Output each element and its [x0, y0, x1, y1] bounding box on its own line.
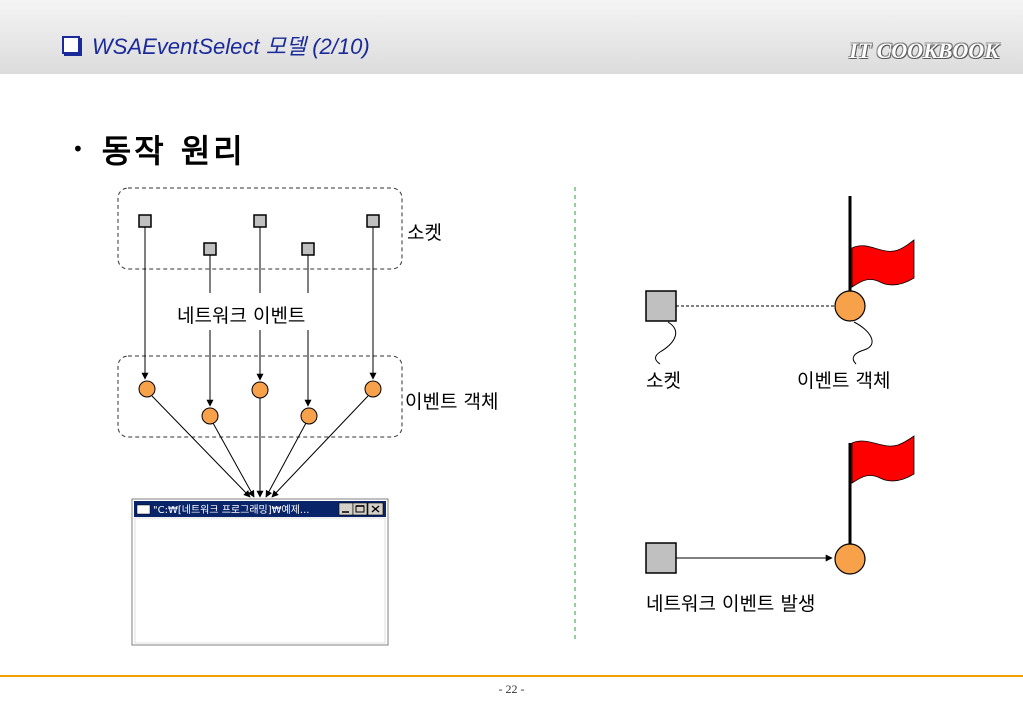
socket-icon [645, 542, 677, 574]
event-object-icon [251, 381, 269, 399]
socket-icon [301, 242, 315, 256]
right-diagram: 소켓 이벤트 객체 네트워크 이벤트 발생 [645, 196, 915, 615]
bullet-dot-icon: • [72, 137, 84, 161]
socket-label: 소켓 [407, 222, 442, 244]
event-window-arrow [212, 422, 255, 498]
console-body [134, 517, 386, 644]
socket-icon [366, 214, 380, 228]
socket-icon [203, 242, 217, 256]
footer-divider [0, 675, 1023, 677]
left-diagram: 소켓 네트워크 이벤트 이벤트 객체 "C:₩[네트워크 프로그래밍]₩예제..… [117, 187, 498, 646]
slide-title: WSAEventSelect 모델 (2/10) [92, 34, 370, 59]
bullet-heading: 동작 원리 [101, 132, 246, 170]
event-object-icon [834, 543, 866, 575]
event-object-label: 이벤트 객체 [797, 370, 890, 392]
socket-icon [253, 214, 267, 228]
event-object-group-box [117, 355, 403, 438]
socket-label-pointer [655, 321, 677, 365]
socket-label: 소켓 [646, 370, 681, 392]
title-row: WSAEventSelect 모델 (2/10) [62, 30, 370, 60]
close-button[interactable] [367, 502, 384, 516]
socket-icon [138, 214, 152, 228]
event-occurred-label: 네트워크 이벤트 발생 [646, 593, 815, 615]
event-window-arrow [271, 395, 369, 498]
socket-group-box [117, 187, 403, 270]
event-object-icon [201, 407, 219, 425]
checkbox-bullet-icon [62, 36, 80, 54]
page-number: - 22 - [498, 682, 525, 696]
socket-icon [645, 290, 677, 322]
maximize-button[interactable] [352, 502, 368, 516]
minimize-button[interactable] [338, 502, 354, 516]
brand-logo: IT COOKBOOK [849, 38, 999, 63]
event-object-icon [138, 380, 156, 398]
window-title: "C:₩[네트워크 프로그래밍]₩예제... [153, 503, 309, 516]
network-event-label: 네트워크 이벤트 [177, 305, 305, 327]
event-window-arrow [265, 422, 307, 498]
event-label-pointer [852, 321, 873, 365]
flag-icon [851, 239, 915, 288]
console-app-icon [136, 504, 151, 515]
event-object-icon [834, 290, 866, 322]
event-window-arrow [151, 395, 251, 498]
bullet-item: • 동작 원리 [72, 126, 246, 172]
console-window: "C:₩[네트워크 프로그래밍]₩예제... [131, 498, 389, 646]
event-object-icon [300, 407, 318, 425]
slide-header [0, 0, 1023, 74]
event-object-label: 이벤트 객체 [405, 391, 498, 413]
event-object-icon [364, 380, 382, 398]
flag-icon [851, 435, 915, 484]
